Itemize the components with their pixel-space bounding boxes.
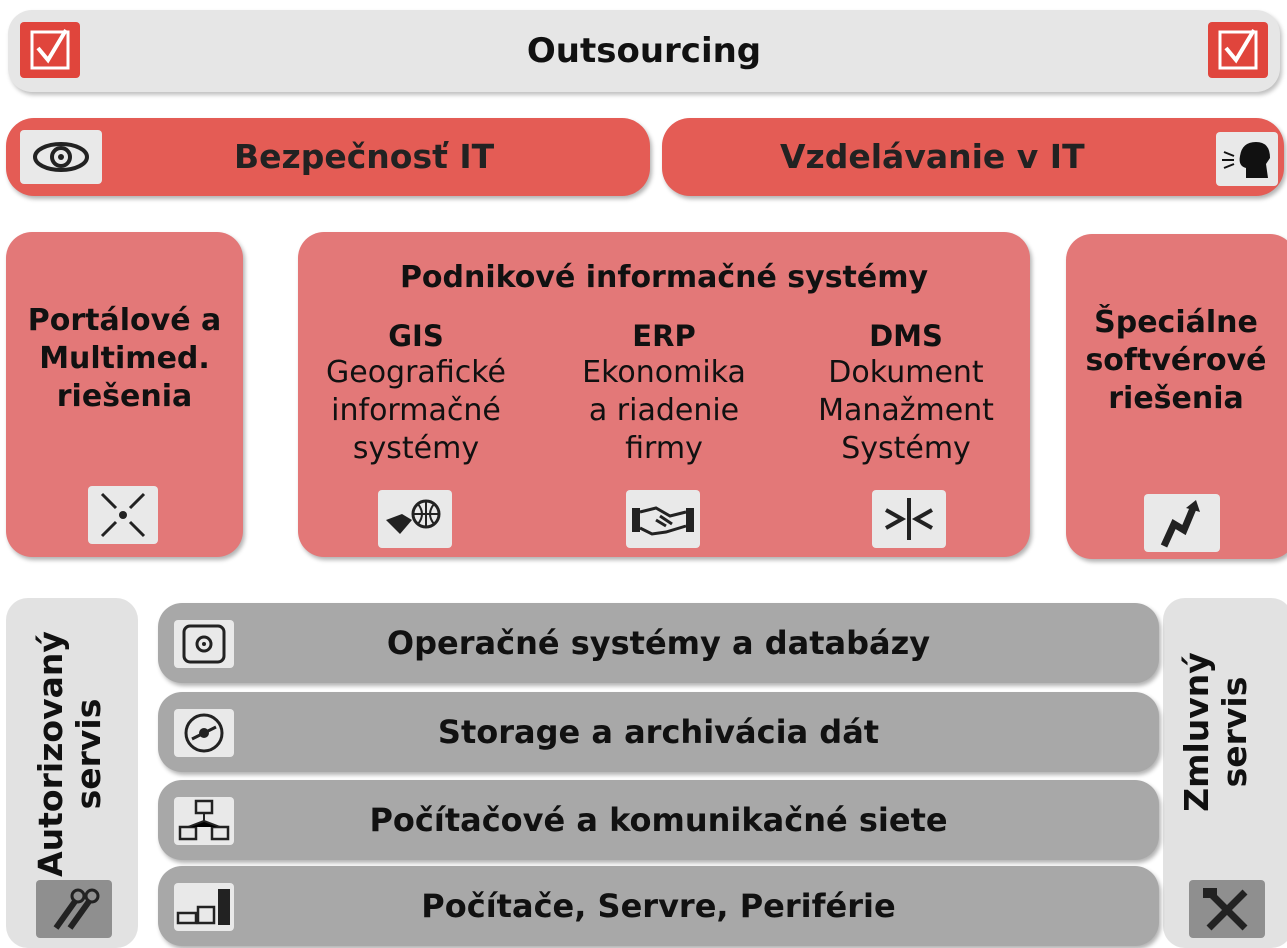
layer-storage: Storage a archivácia dát xyxy=(158,692,1159,772)
layer-hardware-label: Počítače, Servre, Periférie xyxy=(421,887,896,925)
layer-storage-label: Storage a archivácia dát xyxy=(437,713,880,751)
portal-line2: Multimed. xyxy=(39,341,210,376)
authorized-service-panel: Autorizovaný servis xyxy=(6,598,138,948)
erp-line3: firmy xyxy=(625,431,703,466)
contract-line1: Zmluvný xyxy=(1177,652,1216,812)
handshake-icon xyxy=(626,490,700,548)
arrows-exchange-icon xyxy=(872,490,946,548)
computer-server-icon xyxy=(174,883,234,931)
gis-abbr: GIS xyxy=(388,319,444,353)
outsourcing-title: Outsourcing xyxy=(526,31,762,71)
growth-arrow-icon xyxy=(1144,494,1220,552)
contract-service-panel: Zmluvný servis xyxy=(1163,598,1287,948)
special-line1: Špeciálne xyxy=(1094,305,1258,340)
eye-icon xyxy=(20,130,102,184)
special-line2: softvérové xyxy=(1085,343,1267,378)
erp-abbr: ERP xyxy=(632,319,696,353)
layer-os-label: Operačné systémy a databázy xyxy=(386,624,931,662)
map-globe-icon xyxy=(378,490,452,548)
education-label: Vzdelávanie v IT xyxy=(780,137,1085,176)
gis-line1: Geografické xyxy=(326,355,506,390)
layer-networks-label: Počítačové a komunikačné siete xyxy=(369,801,948,839)
gis-column: GIS Geografické informačné systémy xyxy=(298,318,534,468)
gis-line2: informačné xyxy=(331,393,501,428)
disc-icon xyxy=(174,709,234,757)
arrows-converge-icon xyxy=(88,486,158,544)
authorized-line1: Autorizovaný xyxy=(31,631,70,877)
checkbox-icon xyxy=(1208,22,1268,78)
security-bar: Bezpečnosť IT xyxy=(6,118,650,196)
dms-line1: Dokument xyxy=(828,355,984,390)
portal-line1: Portálové a xyxy=(27,303,222,338)
enterprise-title: Podnikové informačné systémy xyxy=(399,260,929,295)
dms-line2: Manažment xyxy=(818,393,994,428)
special-line3: riešenia xyxy=(1108,381,1244,416)
gis-line3: systémy xyxy=(352,431,480,466)
layer-hardware: Počítače, Servre, Periférie xyxy=(158,866,1159,946)
education-bar: Vzdelávanie v IT xyxy=(662,118,1284,196)
checkbox-icon xyxy=(20,22,80,78)
network-icon xyxy=(174,797,234,845)
speaking-head-icon xyxy=(1216,132,1278,186)
erp-line1: Ekonomika xyxy=(582,355,746,390)
erp-line2: a riadenie xyxy=(588,393,740,428)
tools-icon xyxy=(1189,880,1265,938)
portal-box: Portálové a Multimed. riešenia xyxy=(6,232,243,557)
security-label: Bezpečnosť IT xyxy=(234,137,495,176)
authorized-line2: servis xyxy=(69,698,108,810)
outsourcing-bar: Outsourcing xyxy=(8,10,1280,92)
layer-networks: Počítačové a komunikačné siete xyxy=(158,780,1159,860)
wrench-icon xyxy=(36,880,112,938)
layer-os-databases: Operačné systémy a databázy xyxy=(158,603,1159,683)
portal-line3: riešenia xyxy=(56,379,193,414)
dms-column: DMS Dokument Manažment Systémy xyxy=(792,318,1020,468)
special-box: Špeciálne softvérové riešenia xyxy=(1066,234,1287,559)
enterprise-box: Podnikové informačné systémy GIS Geograf… xyxy=(298,232,1030,557)
dms-abbr: DMS xyxy=(869,319,943,353)
erp-column: ERP Ekonomika a riadenie firmy xyxy=(554,318,774,468)
dms-line3: Systémy xyxy=(841,431,971,466)
gears-cycle-icon xyxy=(174,620,234,668)
contract-line2: servis xyxy=(1215,676,1254,788)
